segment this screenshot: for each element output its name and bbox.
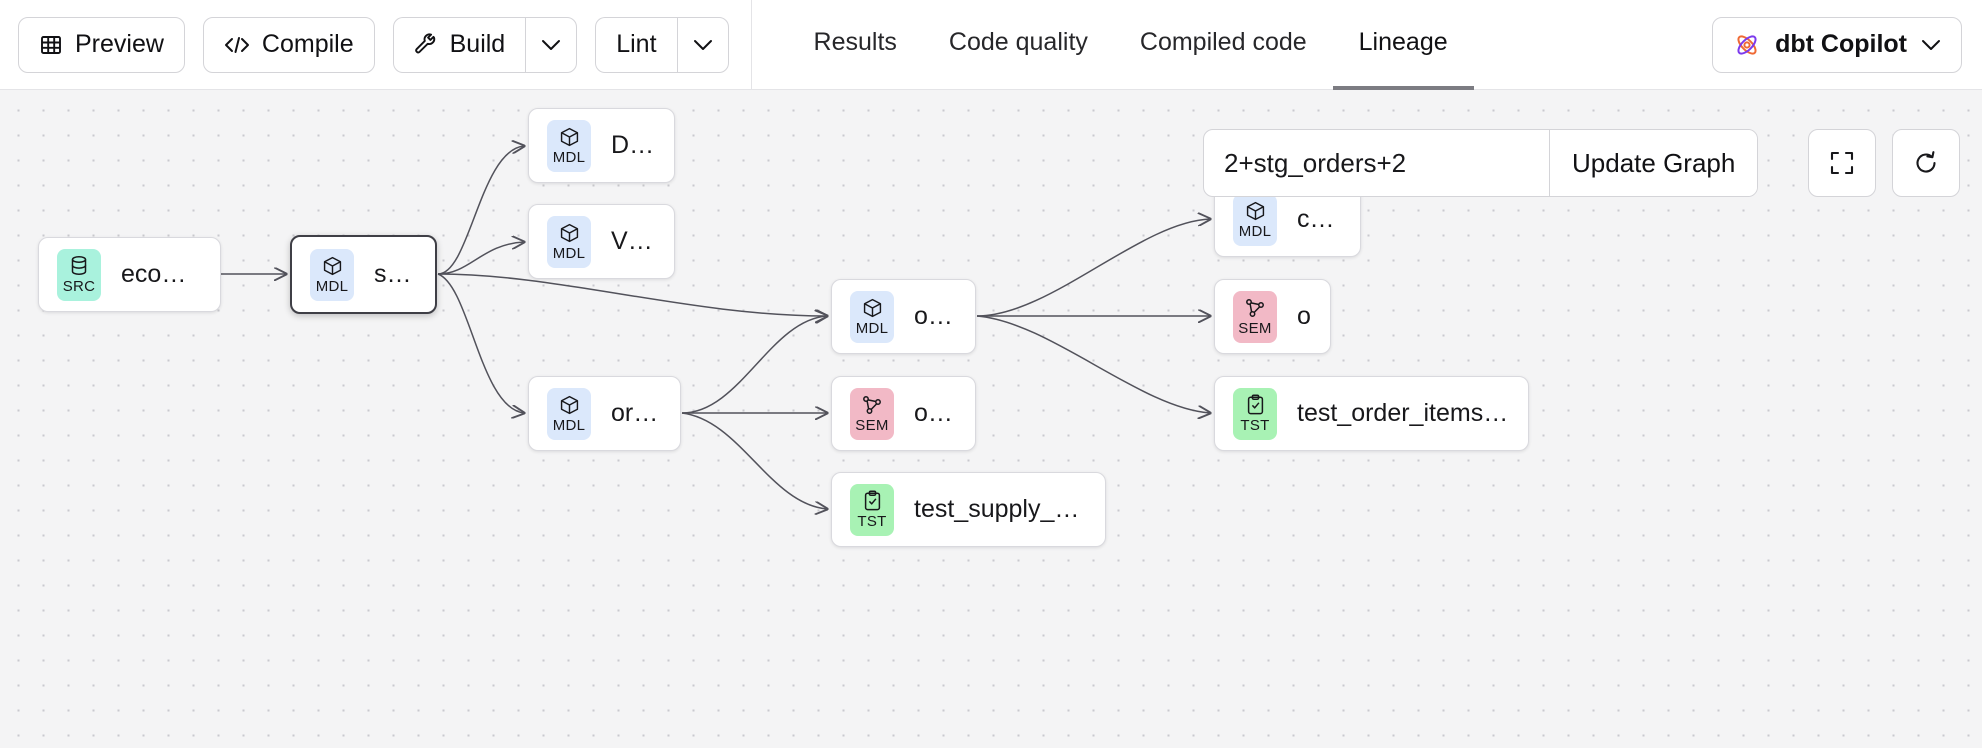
lineage-node-stg-orders[interactable]: MDL stg_orders: [290, 235, 437, 314]
cube-icon: [559, 394, 580, 417]
node-label: orders: [1297, 302, 1312, 330]
node-label: VE_Demo: [611, 227, 656, 255]
lineage-node-ve-demo[interactable]: MDL VE_Demo: [528, 204, 675, 279]
tab-code-quality[interactable]: Code quality: [923, 0, 1114, 90]
lineage-node-ecom-raw-orders[interactable]: SRC ecom.raw_orders: [38, 237, 221, 312]
lineage-node-order-items[interactable]: MDL order_items: [528, 376, 681, 451]
toolbar-right: dbt Copilot: [1712, 16, 1982, 73]
lint-dropdown-button[interactable]: [676, 16, 729, 73]
node-type-badge-mdl: MDL: [547, 215, 591, 268]
node-type-badge-tst: TST: [850, 483, 894, 536]
chevron-down-icon: [1921, 38, 1941, 51]
fit-to-screen-button[interactable]: [1808, 129, 1877, 197]
tab-results-label: Results: [813, 28, 897, 56]
node-type-label: MDL: [315, 278, 349, 295]
build-dropdown-button[interactable]: [525, 16, 578, 73]
node-label: stg_orders: [374, 260, 417, 288]
refresh-graph-button[interactable]: [1892, 129, 1961, 197]
compile-label: Compile: [261, 30, 354, 58]
node-type-label: TST: [1240, 417, 1270, 434]
tab-bar: Results Code quality Compiled code Linea…: [788, 0, 1474, 90]
node-type-label: SEM: [855, 417, 889, 434]
dbt-copilot-atom-icon: [1733, 31, 1761, 59]
node-label: order_items: [611, 399, 662, 427]
node-label: test_supply_costs_sum_correctly: [914, 495, 1087, 523]
node-type-label: MDL: [552, 245, 586, 262]
semantic-graph-icon: [1244, 297, 1266, 320]
chevron-down-icon: [541, 38, 561, 51]
node-label: test_order_items_compute_to_bools_c…: [1297, 399, 1510, 427]
node-type-label: TST: [857, 513, 887, 530]
tab-lineage[interactable]: Lineage: [1332, 0, 1474, 90]
tab-results[interactable]: Results: [788, 0, 923, 90]
cube-icon: [559, 222, 580, 245]
node-type-badge-mdl: MDL: [310, 248, 354, 301]
build-button[interactable]: Build: [392, 16, 526, 73]
database-icon: [69, 255, 89, 278]
lineage-edges: [221, 90, 1982, 748]
graph-selector-input[interactable]: [1204, 130, 1549, 196]
semantic-graph-icon: [861, 394, 883, 417]
lineage-node-demo[interactable]: MDL Demo: [528, 108, 675, 183]
node-type-badge-tst: TST: [1233, 387, 1277, 440]
node-type-label: SEM: [1238, 320, 1272, 337]
build-split-button: Build: [392, 16, 578, 73]
lineage-node-orders-semantic[interactable]: SEM orders: [1214, 279, 1331, 354]
dbt-copilot-button[interactable]: dbt Copilot: [1712, 16, 1962, 73]
tab-compiled-code[interactable]: Compiled code: [1114, 0, 1333, 90]
node-type-label: MDL: [552, 149, 586, 166]
lint-split-button: Lint: [595, 16, 729, 73]
lineage-canvas[interactable]: Update Graph: [0, 90, 1982, 748]
node-type-badge-sem: SEM: [850, 387, 894, 440]
preview-label: Preview: [75, 30, 164, 58]
tab-compiled-code-label: Compiled code: [1139, 28, 1307, 56]
node-type-label: MDL: [855, 320, 889, 337]
node-type-label: SRC: [62, 278, 96, 295]
lineage-node-test-order-items[interactable]: TST test_order_items_compute_to_bools_c…: [1214, 376, 1529, 451]
compile-button[interactable]: Compile: [202, 16, 375, 73]
fit-to-screen-icon: [1828, 149, 1856, 177]
graph-selector-group: Update Graph: [1203, 129, 1759, 197]
code-brackets-icon: [224, 34, 250, 56]
lineage-node-test-supply-costs[interactable]: TST test_supply_costs_sum_correctly: [831, 472, 1106, 547]
cube-icon: [322, 255, 343, 278]
lint-label: Lint: [616, 30, 657, 58]
tab-lineage-label: Lineage: [1358, 28, 1448, 56]
lineage-node-order-item-semantic[interactable]: SEM order_item: [831, 376, 976, 451]
clipboard-check-icon: [1246, 394, 1265, 417]
toolbar-divider: [750, 0, 752, 90]
clipboard-check-icon: [863, 490, 882, 513]
node-type-badge-mdl: MDL: [850, 290, 894, 343]
table-icon: [39, 33, 63, 57]
tab-code-quality-label: Code quality: [948, 28, 1088, 56]
dbt-copilot-label: dbt Copilot: [1775, 30, 1907, 58]
build-label: Build: [449, 30, 506, 58]
wrench-icon: [414, 32, 438, 57]
node-label: customers: [1297, 205, 1342, 233]
graph-controls: Update Graph: [1203, 129, 1961, 197]
lineage-node-orders-model[interactable]: MDL orders: [831, 279, 976, 354]
cube-icon: [862, 297, 883, 320]
cube-icon: [559, 126, 580, 149]
chevron-down-icon: [693, 38, 713, 51]
top-toolbar: Preview Compile Build: [0, 0, 1982, 90]
node-type-label: MDL: [552, 417, 586, 434]
refresh-icon: [1912, 149, 1940, 177]
node-type-label: MDL: [1238, 223, 1272, 240]
node-type-badge-mdl: MDL: [547, 119, 591, 172]
lint-button[interactable]: Lint: [595, 16, 677, 73]
preview-button[interactable]: Preview: [18, 16, 185, 73]
node-type-badge-src: SRC: [57, 248, 101, 301]
toolbar-actions: Preview Compile Build: [0, 0, 729, 90]
node-type-badge-mdl: MDL: [1233, 193, 1277, 246]
node-label: ecom.raw_orders: [121, 260, 202, 288]
node-type-badge-sem: SEM: [1233, 290, 1277, 343]
node-label: Demo: [611, 131, 656, 159]
node-type-badge-mdl: MDL: [547, 387, 591, 440]
node-label: orders: [914, 302, 957, 330]
node-label: order_item: [914, 399, 957, 427]
update-graph-button[interactable]: Update Graph: [1549, 130, 1758, 196]
cube-icon: [1245, 200, 1266, 223]
